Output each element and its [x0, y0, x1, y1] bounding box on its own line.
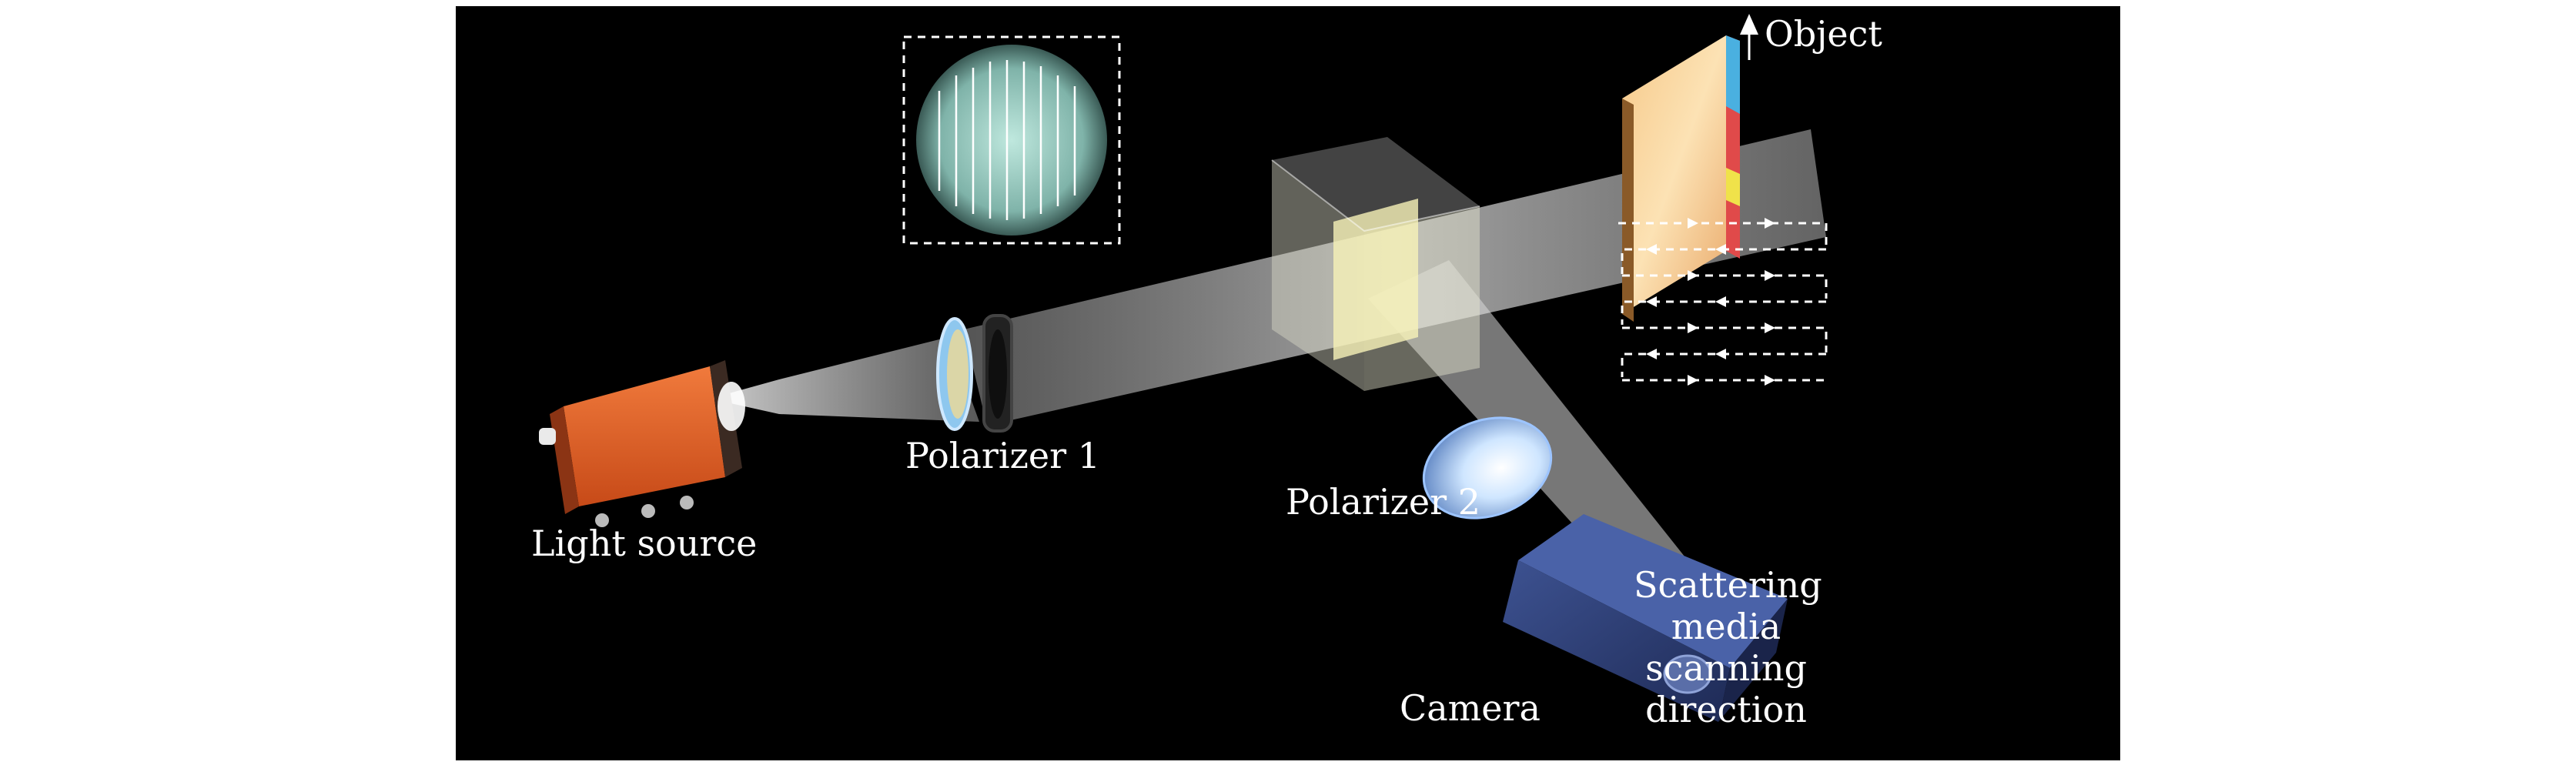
polarizer-1-label: Polarizer 1 [905, 435, 1100, 476]
camera-icon [1503, 514, 1788, 722]
optical-setup-svg [539, 14, 1830, 722]
scan-label-line-3: scanning [1645, 647, 1807, 689]
light-source-icon [539, 360, 745, 527]
polarizer-1-icon [936, 314, 1013, 433]
object-icon [1622, 14, 1758, 322]
beam-splitter-cube [1271, 137, 1480, 391]
scan-label-line-2: media [1671, 606, 1781, 647]
setup-diagram: Object Light source Polarizer 1 Polarize… [456, 6, 2120, 760]
light-source-label: Light source [531, 523, 758, 564]
scan-arrowheads [1646, 218, 1775, 386]
beam-cone [710, 337, 979, 422]
object-label: Object [1765, 13, 1882, 55]
polarizer-2-label: Polarizer 2 [1286, 481, 1480, 523]
polarizer-2-icon [1422, 416, 1553, 519]
polarization-inset [902, 35, 1121, 245]
scan-label-line-4: direction [1645, 689, 1807, 730]
camera-label: Camera [1400, 687, 1541, 729]
scan-label-line-1: Scattering [1634, 564, 1822, 606]
